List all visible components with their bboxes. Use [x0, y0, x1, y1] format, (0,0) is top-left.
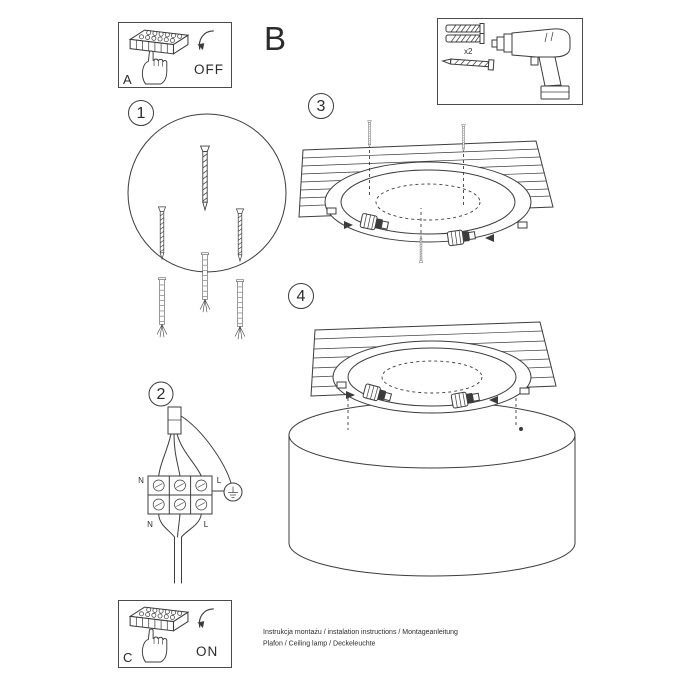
- section-b-letter: B: [264, 20, 286, 57]
- step-2: 2: [138, 381, 243, 584]
- screw-icon: [367, 120, 372, 148]
- drum-screw-dot: [519, 427, 523, 431]
- step-2-number-circle: [148, 381, 174, 407]
- plug-count-label: x2: [464, 47, 473, 56]
- ring-tab: [517, 221, 528, 229]
- screw-icon: [199, 145, 211, 211]
- panel-c: ON C: [118, 600, 232, 668]
- parts-box-border: [437, 18, 583, 105]
- mounting-ring-inner: [340, 169, 516, 235]
- parts-box: x2: [437, 18, 583, 105]
- wall-anchor-icon: [199, 252, 211, 313]
- step-4-number-circle: [288, 283, 314, 309]
- label-n-bottom: N: [147, 520, 153, 529]
- wall-plug-icon: [445, 33, 485, 44]
- wall-anchor-icon: [234, 279, 246, 340]
- footer-line-2: Plafon / Ceiling lamp / Deckeleuchte: [263, 641, 376, 648]
- drill-icon: [491, 28, 571, 100]
- direction-arrow-icon: [344, 221, 353, 229]
- step-1: 1: [127, 100, 287, 340]
- wall-plug-icon: [445, 23, 485, 34]
- rotate-arrow-icon: [197, 608, 214, 629]
- ground-symbol-icon: [223, 482, 243, 502]
- screw-icon: [441, 58, 495, 71]
- mounting-ring-inner: [347, 347, 517, 407]
- direction-arrow-icon: [485, 234, 494, 242]
- direction-arrow-icon: [346, 391, 355, 399]
- terminal-block: [147, 475, 213, 515]
- screw-icon: [236, 208, 244, 262]
- screw-hole-circle: [375, 183, 481, 221]
- panel-c-switch-state: ON: [196, 644, 218, 659]
- step-3-number: 3: [317, 98, 326, 115]
- hand-icon: [141, 628, 168, 663]
- rotate-arrow-icon: [197, 30, 214, 51]
- label-n-top: N: [138, 476, 144, 485]
- hand-icon: [141, 50, 168, 85]
- step-1-number-circle: [128, 100, 154, 126]
- direction-arrow-icon: [489, 396, 498, 404]
- step-2-number: 2: [157, 386, 166, 403]
- drum-shade: [288, 401, 576, 577]
- panel-a: OFF A: [118, 22, 232, 88]
- footer: Instrukcja montażu / instalation instruc…: [263, 629, 458, 648]
- mounting-ring-outer: [332, 340, 532, 414]
- screw-icon: [158, 206, 166, 260]
- label-l-bottom: L: [204, 520, 209, 529]
- lamp-wires: [158, 513, 202, 584]
- terminal-strip-icon: [129, 29, 189, 55]
- panel-c-border: [118, 600, 232, 668]
- ring-tab: [326, 207, 337, 215]
- ring-tab: [336, 381, 347, 389]
- label-l-top: L: [217, 476, 222, 485]
- panel-a-letter: A: [123, 72, 132, 87]
- wall-anchor-icon: [156, 277, 168, 338]
- step-3-number-circle: [308, 93, 334, 119]
- step-1-number: 1: [137, 105, 146, 122]
- screw-hole-circle: [381, 360, 483, 394]
- panel-c-letter: C: [123, 650, 132, 665]
- step-4-number: 4: [297, 288, 306, 305]
- terminal-strip-icon: [129, 606, 189, 632]
- step-4: 4: [288, 283, 576, 577]
- step-3: 3: [298, 93, 554, 263]
- panel-a-switch-state: OFF: [194, 62, 224, 77]
- footer-line-1: Instrukcja montażu / instalation instruc…: [263, 629, 458, 636]
- panel-a-border: [118, 22, 232, 88]
- cable-connector: [167, 406, 182, 435]
- ring-tab: [519, 387, 530, 395]
- mounting-ring-outer: [324, 161, 532, 243]
- supply-wires: [158, 415, 232, 484]
